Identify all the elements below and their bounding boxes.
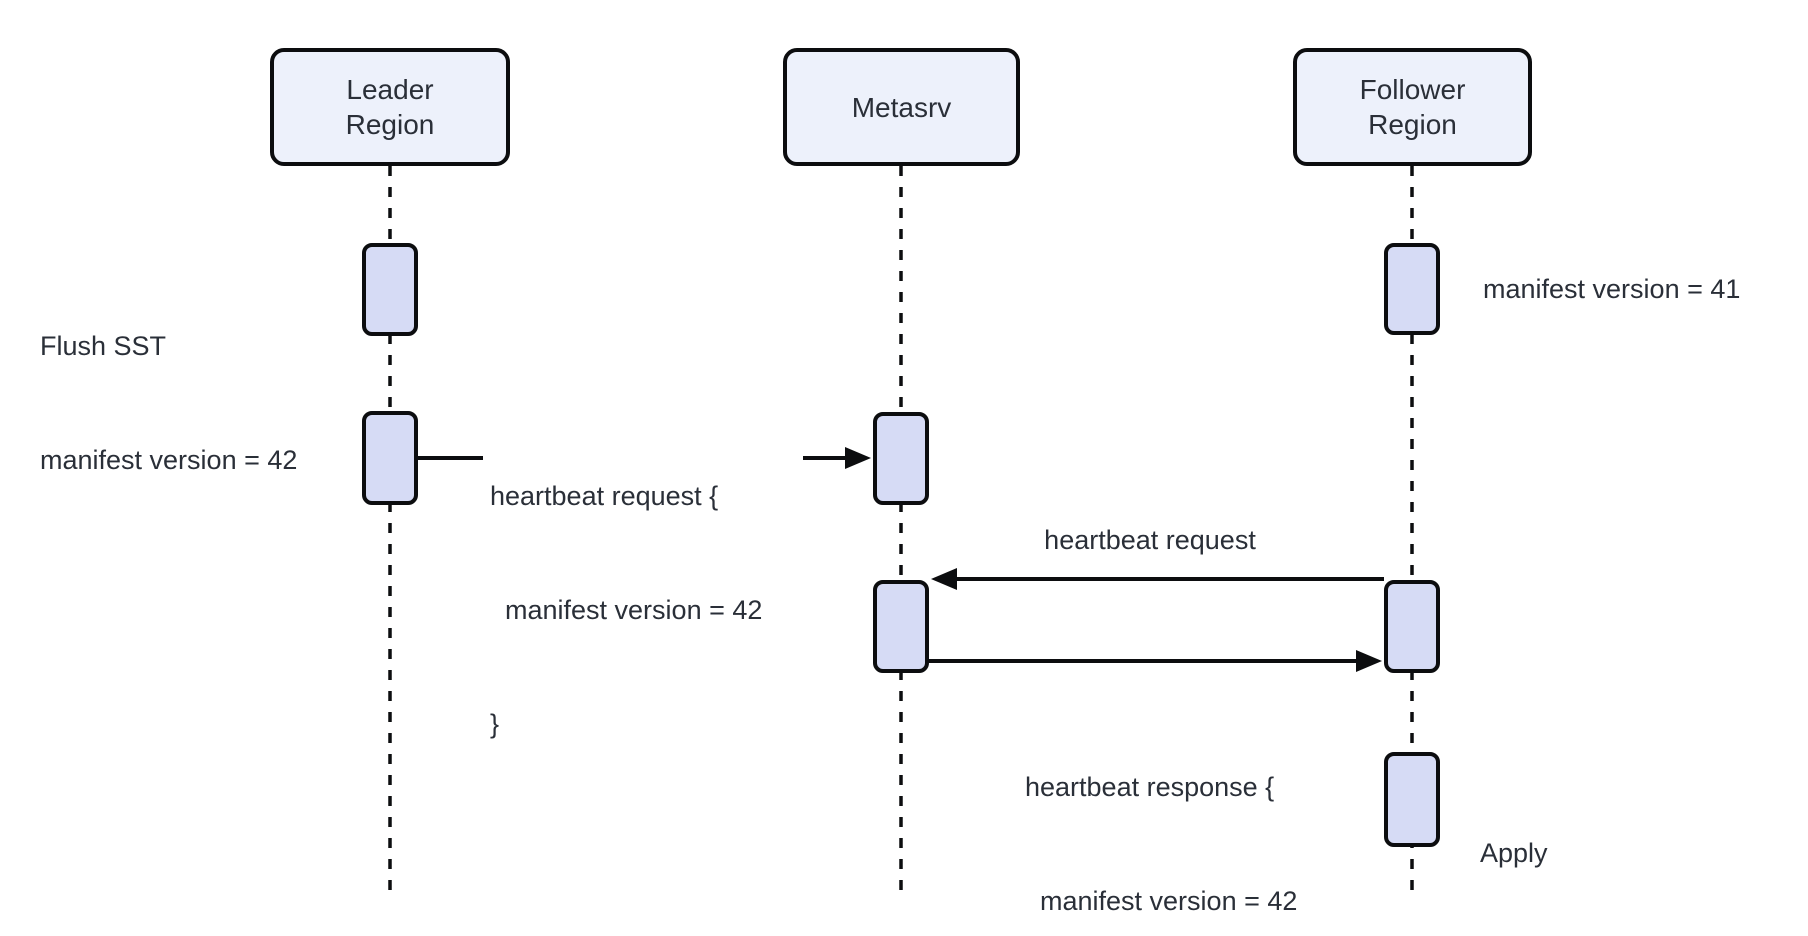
activation-leader-flush xyxy=(362,243,418,336)
actor-metasrv: Metasrv xyxy=(783,48,1020,166)
label-heartbeat-response-message: heartbeat response { manifest version = … xyxy=(1025,692,1297,936)
actor-follower-region-label-line1: Follower xyxy=(1359,74,1466,105)
label-flush-sst-line2: manifest version = 42 xyxy=(40,445,298,475)
actor-metasrv-label: Metasrv xyxy=(851,91,952,123)
actor-follower-region-label-line2: Region xyxy=(1368,109,1457,140)
arrowhead-left-icon xyxy=(931,568,957,590)
activation-metasrv-receive-leader-heartbeat xyxy=(873,412,929,505)
label-apply: Apply manifest version = 42 xyxy=(1480,758,1737,936)
label-heartbeat-response-message-line1: heartbeat response { xyxy=(1025,772,1275,802)
label-heartbeat-request-message-line1: heartbeat request { xyxy=(490,481,719,511)
label-heartbeat-request: heartbeat request xyxy=(1044,525,1256,555)
actor-leader-region: Leader Region xyxy=(270,48,510,166)
activation-follower-heartbeat xyxy=(1384,580,1440,673)
label-flush-sst-line1: Flush SST xyxy=(40,331,167,361)
actor-leader-region-label-line2: Region xyxy=(345,109,435,140)
label-heartbeat-request-message-line3: } xyxy=(490,709,500,739)
actor-leader-region-label-line1: Leader xyxy=(346,74,434,105)
label-heartbeat-response-message-line2: manifest version = 42 xyxy=(1025,886,1298,916)
label-flush-sst: Flush SST manifest version = 42 xyxy=(40,251,297,555)
label-heartbeat-request-message: heartbeat request { manifest version = 4… xyxy=(490,401,762,819)
arrowhead-right-icon xyxy=(1356,650,1382,672)
activation-metasrv-handle-follower-heartbeat xyxy=(873,580,929,673)
arrowhead-right-icon xyxy=(845,447,871,469)
label-heartbeat-request-message-line2: manifest version = 42 xyxy=(490,595,763,625)
label-apply-line1: Apply xyxy=(1480,838,1548,868)
activation-follower-v41 xyxy=(1384,243,1440,335)
actor-follower-region: Follower Region xyxy=(1293,48,1532,166)
label-manifest-version-41: manifest version = 41 xyxy=(1483,274,1741,304)
activation-follower-apply xyxy=(1384,752,1440,847)
activation-leader-heartbeat xyxy=(362,411,418,505)
